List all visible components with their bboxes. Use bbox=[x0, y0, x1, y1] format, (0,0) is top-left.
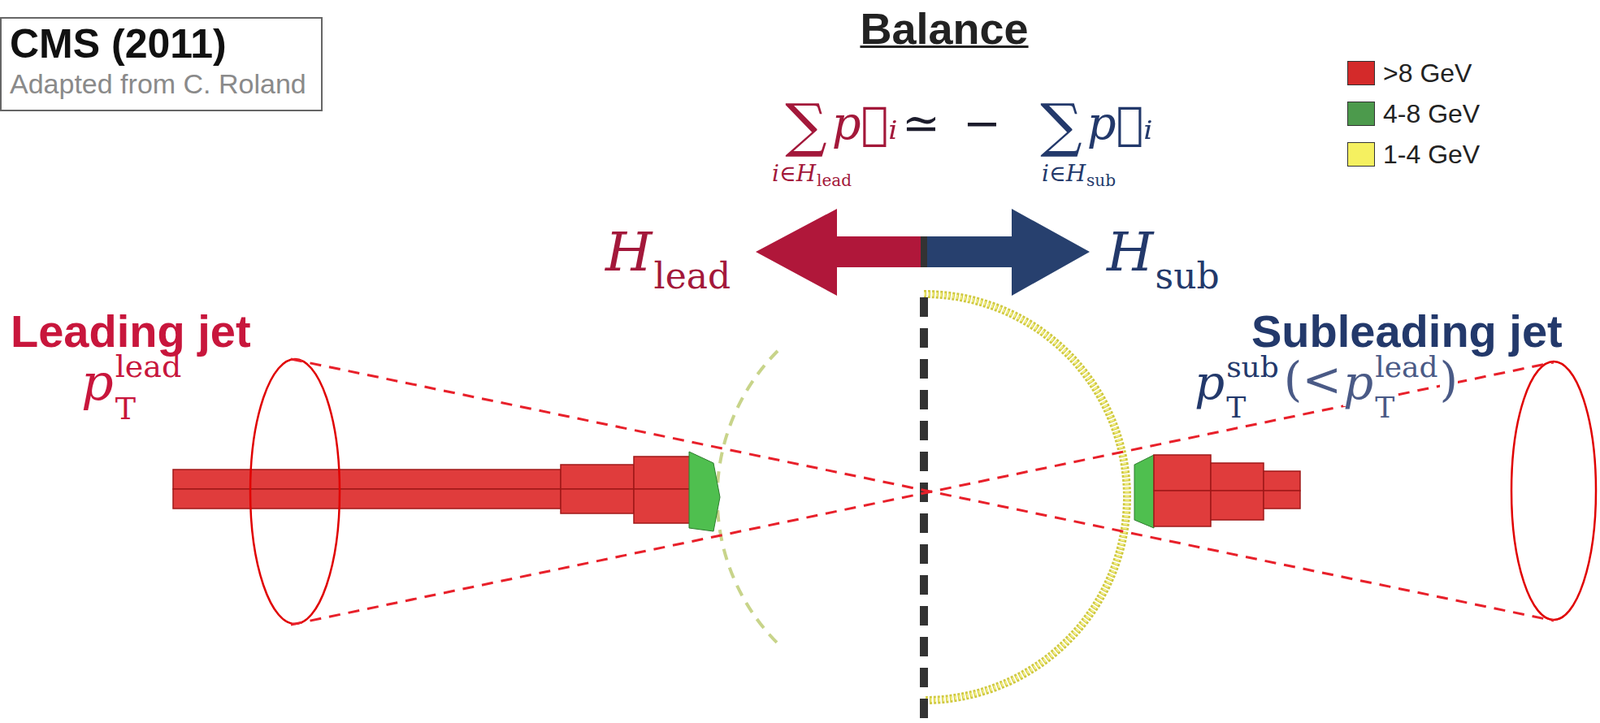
pt-symbol: p bbox=[1343, 359, 1374, 407]
sum-index-sub: lead bbox=[816, 172, 852, 189]
jet-label: Leading jet bbox=[10, 308, 252, 355]
pt-sup: lead bbox=[115, 351, 183, 382]
sum-symbol: ∑ bbox=[1040, 95, 1082, 155]
divider-line bbox=[919, 297, 928, 723]
legend-text: >8 GeV bbox=[1383, 60, 1472, 87]
tower bbox=[1263, 490, 1301, 509]
tower bbox=[1153, 490, 1211, 527]
source-credit: Adapted from C. Roland bbox=[9, 66, 310, 102]
jet-cone-ellipse bbox=[1511, 361, 1596, 621]
tower bbox=[173, 489, 561, 509]
source-title: CMS (2011) bbox=[9, 21, 310, 67]
hemisphere-sub: lead bbox=[654, 258, 732, 295]
pt-sub: T bbox=[1374, 393, 1395, 423]
tower bbox=[560, 489, 634, 514]
pt-symbol: p bbox=[81, 357, 114, 408]
pt-sub: T bbox=[1226, 393, 1246, 423]
pt-symbol: p bbox=[1194, 359, 1225, 407]
hemisphere-symbol: H bbox=[605, 225, 653, 280]
legend-swatch bbox=[1347, 142, 1375, 167]
tower bbox=[633, 456, 691, 490]
arrow-joint bbox=[920, 236, 928, 268]
subleading-jet-towers bbox=[1153, 455, 1301, 527]
tower bbox=[1263, 471, 1301, 491]
momentum-symbol: p⃗ᵢ bbox=[1087, 100, 1154, 147]
tower bbox=[1210, 490, 1264, 521]
cone-line bbox=[290, 359, 1554, 621]
lead-arrow bbox=[755, 208, 924, 296]
source-box: CMS (2011)Adapted from C. Roland bbox=[0, 17, 323, 112]
pt-sup: sub bbox=[1226, 352, 1280, 382]
medium-energy-hits bbox=[1134, 455, 1154, 529]
comparison: (< bbox=[1283, 355, 1342, 404]
medium-energy-hits bbox=[689, 451, 720, 532]
approx-symbol: ≃ bbox=[901, 100, 941, 147]
legend-swatch bbox=[1347, 101, 1375, 126]
tower bbox=[560, 464, 634, 490]
sum-index: i∈H bbox=[771, 162, 816, 186]
pt-sup: lead bbox=[1374, 352, 1438, 382]
legend-text: 4-8 GeV bbox=[1383, 100, 1480, 127]
sub-arrow bbox=[923, 208, 1090, 296]
momentum-symbol: p⃗ᵢ bbox=[832, 100, 898, 147]
legend-swatch bbox=[1347, 60, 1375, 86]
tower bbox=[1153, 455, 1211, 491]
track-arc bbox=[923, 294, 1128, 701]
hemisphere-sub: sub bbox=[1155, 258, 1220, 295]
sum-index-sub: sub bbox=[1086, 172, 1116, 189]
minus-symbol: − bbox=[962, 100, 1002, 147]
tower bbox=[173, 469, 561, 490]
comparison: ) bbox=[1439, 355, 1459, 404]
legend-text: 1-4 GeV bbox=[1383, 141, 1480, 168]
track-arc-hits bbox=[923, 294, 1128, 701]
hemisphere-symbol: H bbox=[1106, 225, 1154, 280]
sum-symbol: ∑ bbox=[784, 95, 827, 155]
calorimeter-arc bbox=[717, 351, 778, 644]
jet-label: Subleading jet bbox=[1251, 308, 1563, 355]
pt-sub: T bbox=[115, 393, 136, 425]
tower bbox=[633, 489, 691, 524]
tower bbox=[1210, 463, 1264, 491]
sum-index: i∈H bbox=[1041, 162, 1086, 186]
diagram-title: Balance bbox=[859, 6, 1028, 51]
jet-cone-ellipse bbox=[250, 359, 340, 625]
